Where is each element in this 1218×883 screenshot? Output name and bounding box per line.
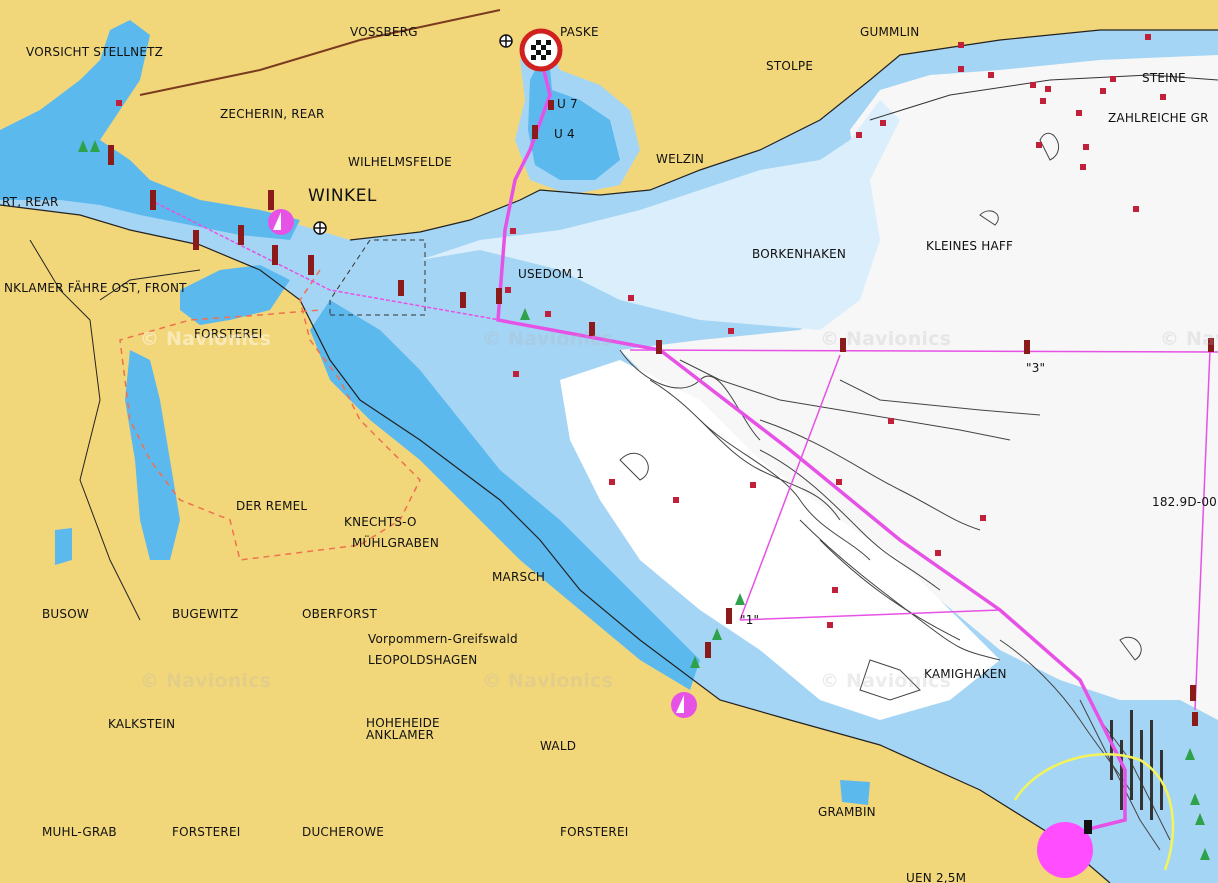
finish-flag-icon[interactable] bbox=[519, 28, 563, 72]
channel-line bbox=[149, 199, 501, 321]
sailboat-marina-icon[interactable] bbox=[268, 209, 697, 718]
watermark: © Navionics bbox=[140, 670, 272, 692]
river-water bbox=[0, 20, 300, 240]
green-buoys bbox=[78, 140, 1210, 860]
label-winkel: WINKEL bbox=[308, 186, 377, 206]
cardinal-mark-icon bbox=[1084, 820, 1092, 834]
label-u7: U 7 bbox=[557, 97, 578, 111]
label-der-remel: DER REMEL bbox=[236, 499, 308, 513]
label-kalkstein: KALKSTEIN bbox=[108, 717, 176, 731]
watermark: © Navionics bbox=[1160, 328, 1218, 350]
label-busow: BUSOW bbox=[42, 607, 89, 621]
marsh-water-2 bbox=[125, 350, 180, 560]
label-paske: PASKE bbox=[560, 25, 599, 39]
label-steine: STEINE bbox=[1142, 71, 1186, 85]
position-indicator-icon[interactable] bbox=[1037, 822, 1093, 878]
label-stolpe: STOLPE bbox=[766, 59, 814, 73]
label-borkenhaken: BORKENHAKEN bbox=[752, 247, 847, 261]
label-marsch: MARSCH bbox=[492, 570, 546, 584]
label-vossberg: VOSSBERG bbox=[350, 25, 418, 39]
label-vorpommern: Vorpommern-Greifswald bbox=[368, 632, 518, 646]
small-pond-2 bbox=[840, 780, 870, 805]
label-forsterei-2: FORSTEREI bbox=[172, 825, 241, 839]
label-muehlgraben: MÜHLGRABEN bbox=[352, 536, 439, 550]
watermark: © Navionics bbox=[820, 670, 952, 692]
label-kamighaken: KAMIGHAKEN bbox=[924, 667, 1007, 681]
road bbox=[139, 9, 501, 96]
label-zahlreiche: ZAHLREICHE GR bbox=[1108, 111, 1209, 125]
label-ducherowe: DUCHEROWE bbox=[302, 825, 385, 839]
bay-deep bbox=[528, 45, 620, 180]
label-kleines-haff: KLEINES HAFF bbox=[926, 239, 1014, 253]
marsh-water bbox=[180, 265, 290, 325]
small-pond bbox=[55, 528, 72, 565]
label-u4: U 4 bbox=[554, 127, 575, 141]
light-shallow bbox=[420, 100, 900, 330]
obstruction-stars bbox=[116, 34, 1166, 628]
label-rt-rear: RT, REAR bbox=[2, 195, 59, 209]
deep-water bbox=[310, 300, 700, 690]
label-wilhelmsfelde: WILHELMSFELDE bbox=[348, 155, 452, 169]
seabed-contours bbox=[619, 132, 1171, 851]
red-buoys bbox=[108, 100, 1214, 726]
watermark: © Navionics bbox=[140, 328, 272, 350]
shoreline bbox=[0, 204, 1111, 883]
label-welzin: WELZIN bbox=[656, 152, 705, 166]
label-vorsicht: VORSICHT STELLNETZ bbox=[26, 45, 164, 59]
label-oberforst: OBERFORST bbox=[302, 607, 378, 621]
watermark: © Navionics bbox=[482, 328, 614, 350]
shallow-flat bbox=[620, 55, 1218, 720]
survey-box bbox=[329, 239, 426, 316]
label-gummlin: GUMMLIN bbox=[860, 25, 920, 39]
shallow-flat-2 bbox=[560, 360, 1000, 720]
label-leopoldshagen: LEOPOLDSHAGEN bbox=[368, 653, 478, 667]
label-depth: 182.9D-00 bbox=[1152, 495, 1217, 509]
restricted-area bbox=[119, 269, 421, 561]
road-2 bbox=[29, 239, 201, 621]
shallow-contour bbox=[869, 74, 1218, 121]
fairway-lines bbox=[629, 349, 1218, 711]
watermark: © Navionics bbox=[820, 328, 952, 350]
label-buoy-1: "1" bbox=[740, 613, 760, 627]
label-buoy-3: "3" bbox=[1026, 361, 1046, 375]
shoreline-north bbox=[349, 29, 1218, 241]
label-hoheheide: HOHEHEIDE bbox=[366, 716, 440, 730]
label-knechts: KNECHTS-O bbox=[344, 515, 417, 529]
label-grambin: GRAMBIN bbox=[818, 805, 876, 819]
church-cross-icon bbox=[313, 34, 513, 235]
label-uen: UEN 2,5M bbox=[906, 871, 967, 883]
label-forsterei-3: FORSTEREI bbox=[560, 825, 629, 839]
label-bugewitz: BUGEWITZ bbox=[172, 607, 239, 621]
label-zecherin: ZECHERIN, REAR bbox=[220, 107, 325, 121]
label-muhl-grab: MUHL-GRAB bbox=[42, 825, 117, 839]
label-anklamer-faehre: NKLAMER FÄHRE OST, FRONT bbox=[4, 281, 187, 295]
position-arc bbox=[1013, 753, 1175, 871]
label-forsterei-1: FORSTEREI bbox=[194, 327, 263, 341]
label-usedom1: USEDOM 1 bbox=[518, 267, 585, 281]
label-wald: WALD bbox=[540, 739, 577, 753]
watermark: © Navionics bbox=[482, 670, 614, 692]
label-anklamer: ANKLAMER bbox=[366, 728, 435, 742]
